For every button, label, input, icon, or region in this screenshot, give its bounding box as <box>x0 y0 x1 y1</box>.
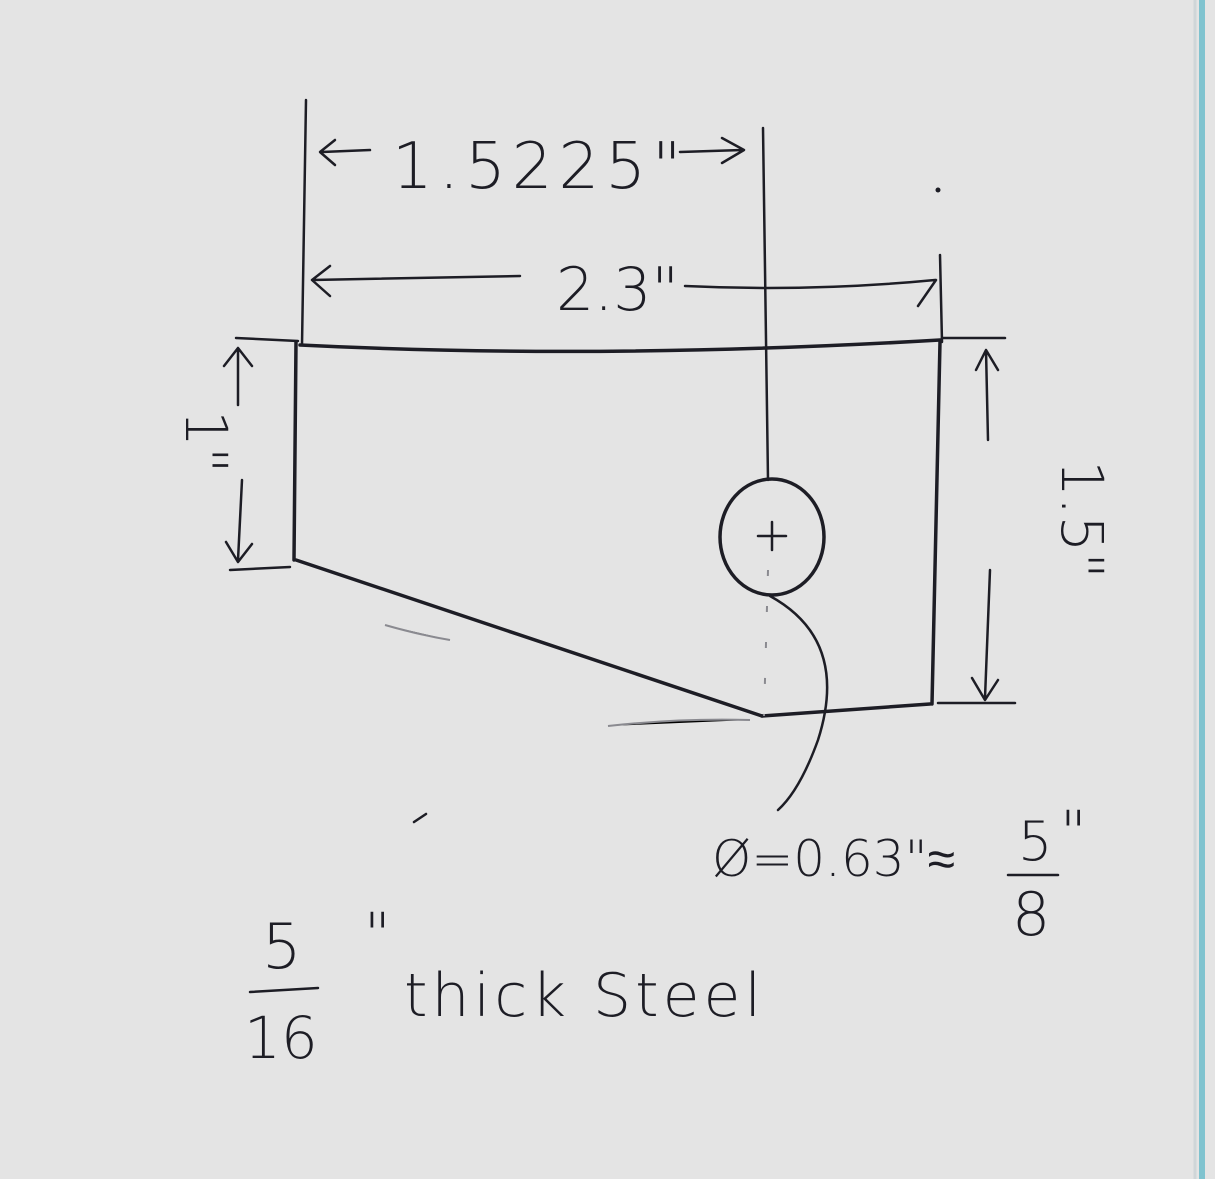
top-dimension-arrow-right <box>678 136 746 165</box>
part-bottom-edge <box>760 702 932 718</box>
hole-diameter-label: Ø=0.63"≈ <box>712 830 955 888</box>
right-extension-line <box>938 253 944 344</box>
part-right-edge <box>930 340 942 706</box>
left-height-arrow-bottom <box>224 478 254 564</box>
right-height-arrow-top <box>974 348 1000 442</box>
thickness-numerator: 5 <box>262 910 301 983</box>
stray-mark <box>607 718 751 727</box>
left-extension-line <box>300 98 308 347</box>
thickness-fraction-bar <box>248 986 320 994</box>
thickness-unit: " <box>364 900 391 968</box>
hole-circle <box>718 477 826 597</box>
part-left-edge <box>292 340 298 562</box>
thickness-label: thick Steel <box>404 961 765 1031</box>
part-slanted-bottom-edge <box>294 558 764 718</box>
hole-center-mark <box>756 520 788 552</box>
hole-center-line <box>763 569 769 717</box>
bottom-left-extension-line <box>228 565 292 572</box>
width-dimension-arrow-left <box>310 264 522 298</box>
part-top-edge <box>298 338 942 354</box>
right-height-arrow-bottom <box>970 568 1000 702</box>
left-height-label: 1" <box>172 410 240 474</box>
top-left-extension-line <box>234 336 300 343</box>
left-height-arrow-top <box>222 346 254 407</box>
top-dimension-arrow-left <box>318 138 372 167</box>
stray-mark <box>412 812 428 824</box>
stray-mark <box>384 624 451 641</box>
hole-fraction-numerator: 5 <box>1018 810 1052 873</box>
hole-center-extension-line <box>761 126 770 482</box>
thickness-denominator: 16 <box>244 1004 318 1072</box>
hole-leader-line <box>768 594 829 812</box>
right-height-label: 1.5" <box>1048 460 1116 579</box>
top-dimension-label: 1.5225" <box>392 130 687 204</box>
width-dimension-label: 2.3" <box>556 255 679 325</box>
hole-fraction-denominator: 8 <box>1012 880 1050 950</box>
hole-fraction-unit: " <box>1060 798 1087 866</box>
stray-dot <box>935 187 941 193</box>
width-dimension-arrow-right <box>683 278 938 308</box>
